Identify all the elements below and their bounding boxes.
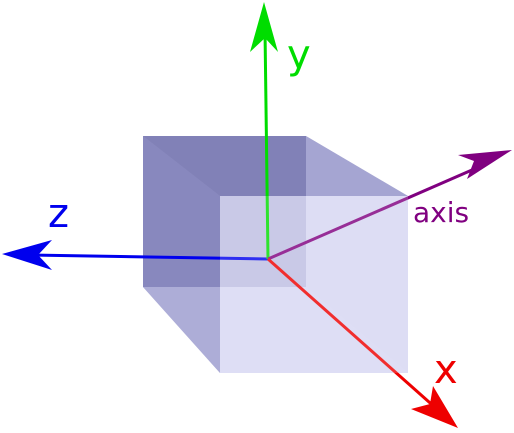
cube (143, 136, 408, 373)
x-axis-label: x (434, 347, 458, 393)
rotation-axis (267, 150, 512, 261)
rotation-axis-arrowhead (458, 150, 512, 179)
z-axis (2, 240, 269, 270)
z-axis-arrowhead (2, 240, 52, 270)
z-axis-label: z (48, 191, 69, 237)
cube-top-face (143, 136, 408, 196)
cube-left-face (143, 136, 220, 373)
y-axis (250, 2, 278, 260)
x-axis (267, 257, 458, 428)
y-axis-label: y (287, 32, 311, 78)
rotation-axis-label: axis (413, 196, 469, 229)
y-axis-arrowhead (250, 2, 278, 52)
x-axis-arrowhead (411, 386, 458, 428)
cube-front-overlay (220, 196, 408, 373)
